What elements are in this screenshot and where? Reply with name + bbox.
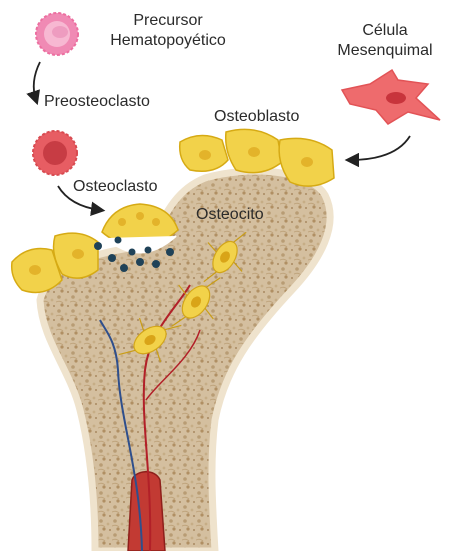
- arrow-precursor-to-preosteoclast: [34, 62, 40, 100]
- hematopoietic-precursor: [36, 13, 78, 55]
- osteoblast: [180, 135, 228, 171]
- bone: [40, 171, 330, 551]
- preosteoclast: [33, 131, 77, 175]
- mesenchymal-cell: [342, 70, 440, 124]
- label-line: Célula: [320, 21, 450, 41]
- label-osteoblast: Osteoblasto: [214, 107, 299, 127]
- label-hematopoietic-precursor: Precursor Hematopoyético: [88, 11, 248, 51]
- label-line: Precursor: [88, 11, 248, 31]
- label-line: Mesenquimal: [320, 41, 450, 61]
- marrow-cavity: [128, 472, 165, 551]
- label-preosteoclast: Preosteoclasto: [44, 92, 150, 112]
- label-osteoclast: Osteoclasto: [73, 177, 157, 197]
- osteoblast: [279, 138, 334, 186]
- osteoblast: [54, 233, 98, 278]
- label-osteocyte: Osteocito: [196, 205, 264, 225]
- osteoblast: [226, 129, 282, 172]
- arrow-mesenchymal-to-osteoblast: [350, 136, 410, 160]
- label-mesenchymal-cell: Célula Mesenquimal: [320, 21, 450, 61]
- label-line: Hematopoyético: [88, 31, 248, 51]
